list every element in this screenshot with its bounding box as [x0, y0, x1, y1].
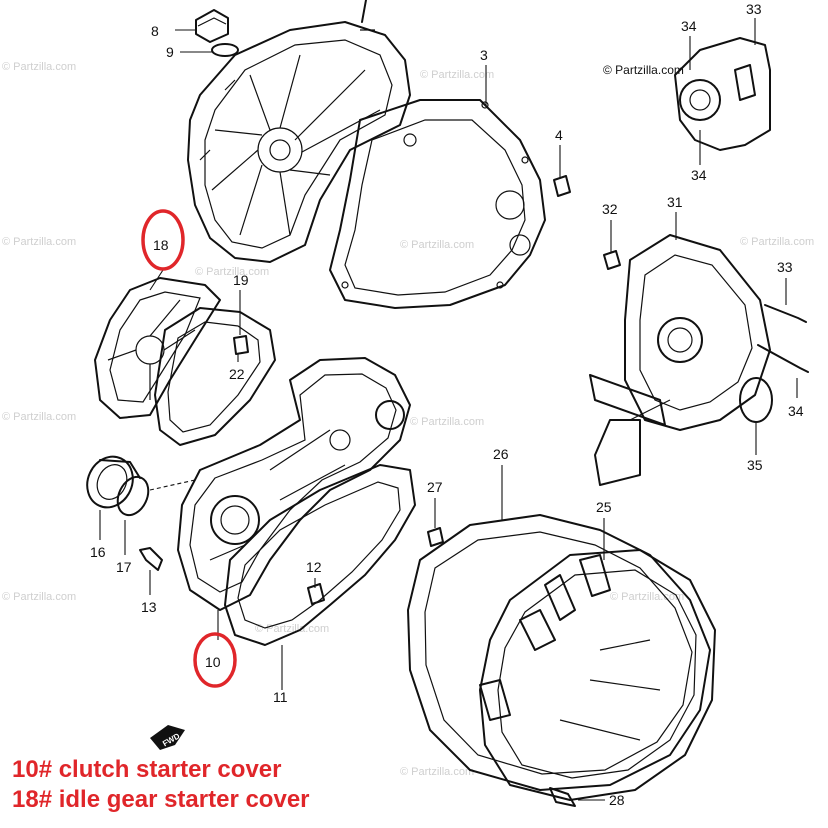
callout-34-top: 34	[681, 18, 697, 34]
part-gasket-11	[224, 464, 416, 646]
part-plug-8-9	[195, 9, 239, 57]
part-bolt-28	[549, 787, 576, 807]
callout-35: 35	[747, 457, 763, 473]
highlight-circle-10	[193, 632, 237, 688]
callout-4: 4	[555, 127, 563, 143]
watermark-text: © Partzilla.com	[2, 411, 76, 423]
part-bolt-34	[757, 344, 809, 373]
part-bolt-13	[139, 547, 163, 571]
part-gasket-3	[329, 99, 546, 309]
part-seal-16-17	[86, 455, 196, 517]
part-idle-gear-cover-18	[94, 277, 221, 419]
part-generator-cover-25	[479, 549, 716, 801]
fwd-arrow-icon: FWD	[150, 725, 185, 750]
callout-16: 16	[90, 544, 106, 560]
callout-25: 25	[596, 499, 612, 515]
part-gasket-19	[154, 307, 276, 446]
part-bracket-31	[589, 234, 771, 486]
legend: 10# clutch starter cover 18# idle gear s…	[12, 755, 310, 815]
part-gasket-26	[407, 514, 711, 791]
watermark-text: © Partzilla.com	[740, 236, 814, 248]
watermark-text: © Partzilla.com	[195, 266, 269, 278]
watermark-text: © Partzilla.com	[2, 591, 76, 603]
watermark-text: © Partzilla.com	[2, 236, 76, 248]
watermark-text: © Partzilla.com	[400, 766, 474, 778]
callout-8: 8	[151, 23, 159, 39]
part-plug-35	[739, 377, 773, 423]
watermark-text: © Partzilla.com	[420, 69, 494, 81]
watermarks: © Partzilla.com © Partzilla.com © Partzi…	[2, 61, 814, 778]
part-dowel-4	[553, 175, 571, 197]
callout-31: 31	[667, 194, 683, 210]
part-bolt-33	[764, 304, 807, 323]
callout-33-top: 33	[746, 1, 762, 17]
watermark-text: © Partzilla.com	[610, 591, 684, 603]
watermark-text: © Partzilla.com	[2, 61, 76, 73]
part-dowel-32	[603, 250, 621, 270]
callout-13: 13	[141, 599, 157, 615]
part-inset-cover	[674, 37, 771, 151]
callout-33-right: 33	[777, 259, 793, 275]
callout-numbers: 3 4 8 9 10 11 12 13 16 17 18 19 22 25 26…	[90, 1, 804, 808]
highlight-circle-18	[141, 209, 185, 271]
part-top-cover	[187, 0, 411, 263]
callout-10: 10	[205, 654, 221, 670]
callout-26: 26	[493, 446, 509, 462]
callout-19: 19	[233, 272, 249, 288]
callout-34-inset: 34	[691, 167, 707, 183]
callout-17: 17	[116, 559, 132, 575]
callout-32: 32	[602, 201, 618, 217]
highlight-markers	[141, 209, 237, 688]
part-dowel-12	[307, 583, 325, 605]
callout-22: 22	[229, 366, 245, 382]
watermark-text: © Partzilla.com	[400, 239, 474, 251]
watermark-text: © Partzilla.com	[410, 416, 484, 428]
callout-12: 12	[306, 559, 322, 575]
callout-28: 28	[609, 792, 625, 808]
part-clutch-cover-10	[177, 357, 411, 611]
part-dowel-22	[233, 335, 249, 355]
callout-11: 11	[273, 689, 288, 705]
callout-27: 27	[427, 479, 443, 495]
callout-3: 3	[480, 47, 488, 63]
part-dowel-27	[427, 527, 444, 547]
legend-line-18: 18# idle gear starter cover	[12, 786, 310, 813]
callout-9: 9	[166, 44, 174, 60]
callout-34-right: 34	[788, 403, 804, 419]
leader-lines	[99, 18, 798, 801]
callout-18: 18	[153, 237, 169, 253]
legend-line-10: 10# clutch starter cover	[12, 756, 282, 783]
copyright-text: © Partzilla.com	[603, 63, 684, 77]
